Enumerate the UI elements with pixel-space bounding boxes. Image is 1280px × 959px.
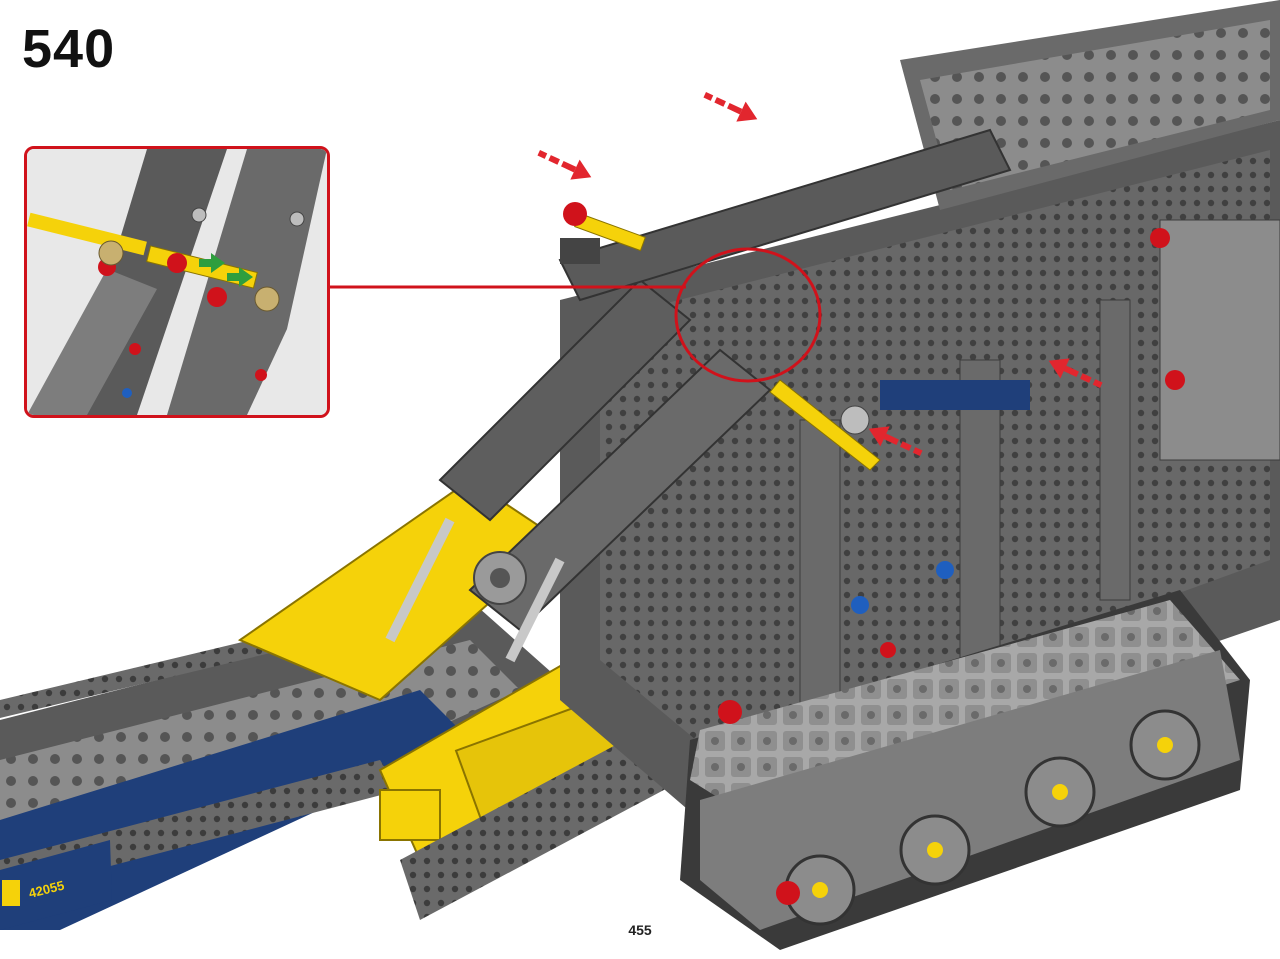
diagonal-struts — [385, 278, 772, 663]
callout-pointer — [330, 247, 822, 383]
red-dashed-arrow-icon — [537, 92, 1103, 456]
detail-illustration — [27, 149, 327, 415]
green-double-arrow-icon — [199, 253, 253, 287]
red-pins — [718, 228, 1185, 724]
page-number: 455 — [628, 922, 652, 938]
top-beam — [558, 128, 1012, 471]
track-wheels — [784, 709, 1201, 926]
model-decal: 42055 — [0, 840, 112, 930]
crawler-track — [680, 590, 1250, 950]
conveyor-boom: 42055 — [0, 590, 560, 930]
detail-callout — [24, 146, 330, 418]
step-number: 540 — [22, 19, 116, 79]
